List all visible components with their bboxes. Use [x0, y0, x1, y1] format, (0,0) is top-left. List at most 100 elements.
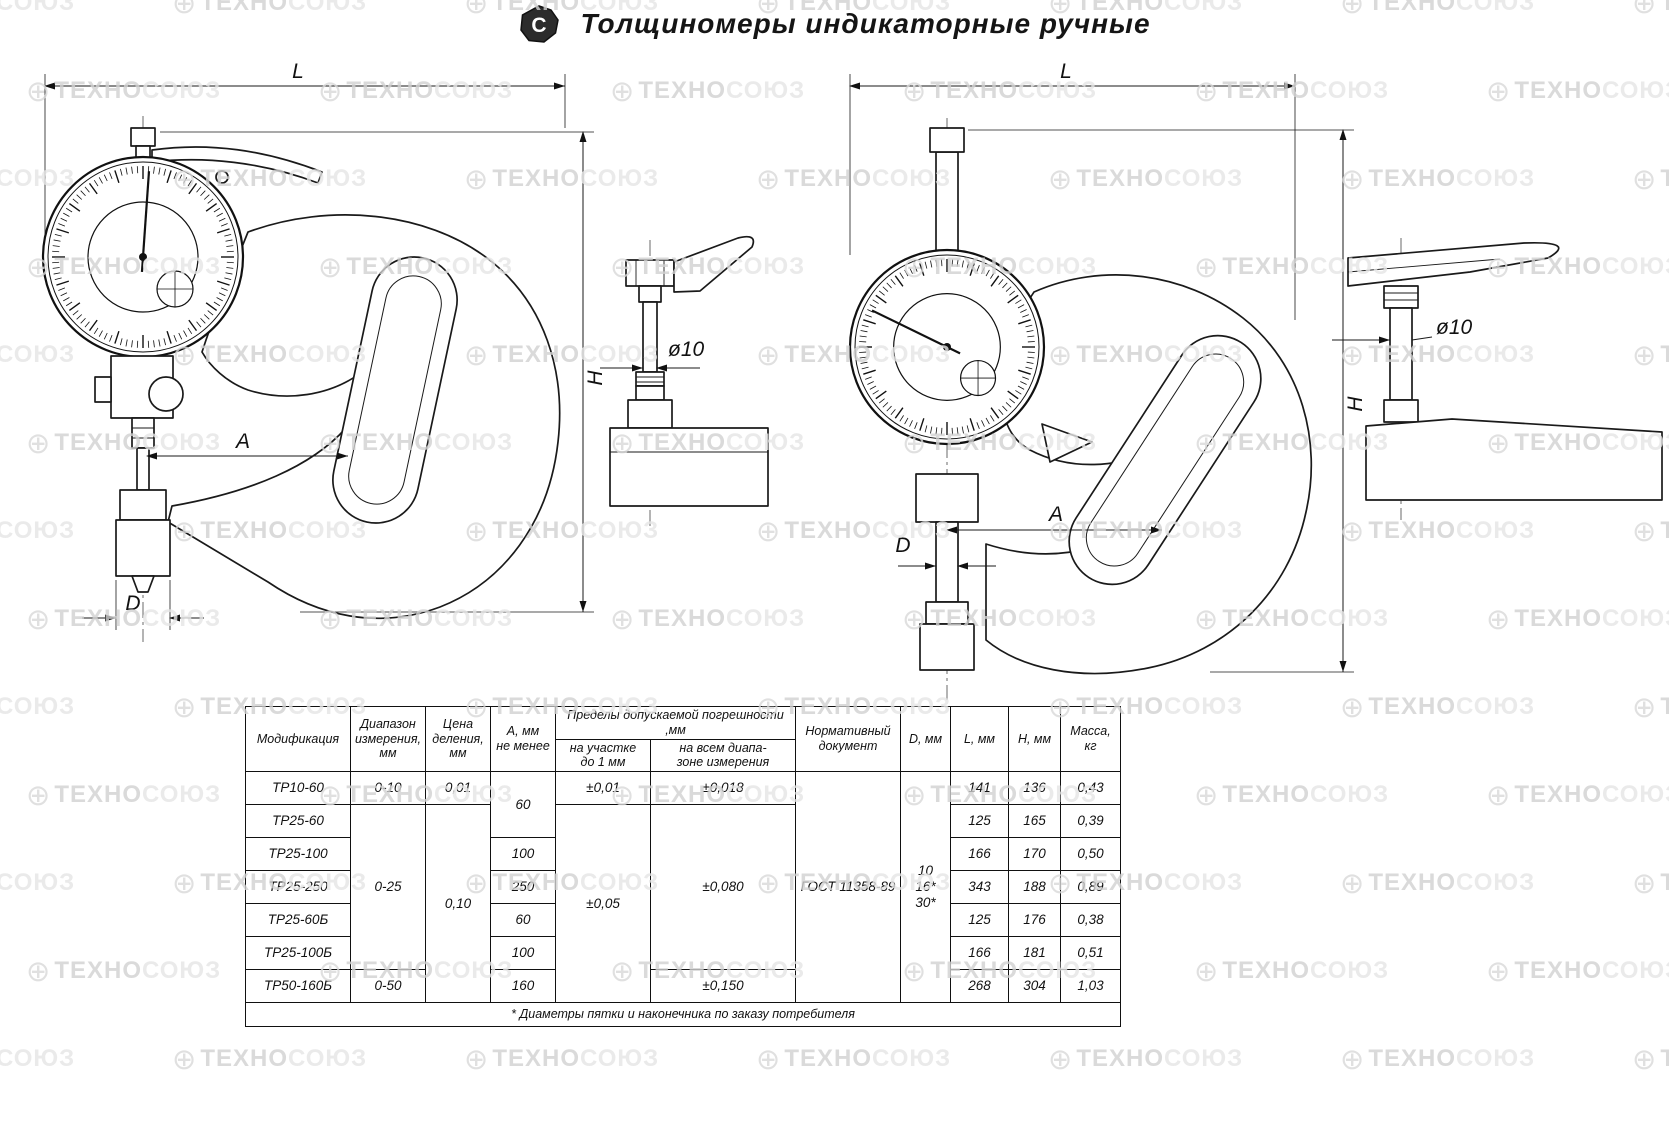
left-dim-label-L: L — [292, 60, 304, 83]
table-cell: 0-25 — [350, 804, 426, 970]
table-cell: 165 — [1008, 804, 1061, 838]
table-cell: 181 — [1008, 936, 1061, 970]
table-cell: 0-10 — [350, 771, 426, 805]
right-spindle-housing — [915, 473, 979, 523]
right-dim-label-D: D — [895, 534, 910, 557]
table-cell: 166 — [950, 936, 1009, 970]
column-subheader: на всем диапа-зоне измерения — [650, 738, 796, 772]
left-anvil-lower — [115, 519, 171, 577]
left-dim-label-D: D — [125, 592, 140, 615]
right-dial-indicator — [848, 248, 1046, 446]
table-cell: 176 — [1008, 903, 1061, 937]
sheet-header: С Толщиномеры индикаторные ручные — [0, 4, 1669, 44]
table-cell: 100 — [490, 837, 556, 871]
detail-base-right — [1365, 418, 1663, 501]
table-cell: 0,51 — [1060, 936, 1121, 970]
table-cell: 0,10 — [425, 804, 491, 1003]
left-dial-indicator — [41, 155, 245, 359]
left-anvil-tip — [131, 575, 155, 593]
right-anvil-upper — [925, 601, 969, 625]
left-detail-view: ø10 — [600, 235, 769, 528]
detail-spindle — [642, 301, 658, 373]
right-dim-label-H: H — [1344, 396, 1367, 412]
table-cell: 125 — [950, 804, 1009, 838]
left-dim-label-A: A — [234, 430, 250, 453]
detail-top-blade — [1347, 241, 1560, 287]
right-anvil-lower — [919, 623, 975, 671]
table-cell: ГОСТ 11358-89 — [795, 771, 901, 1003]
table-footnote: * Диаметры пятки и наконечника по заказу… — [245, 1002, 1121, 1027]
table-cell: 170 — [1008, 837, 1061, 871]
table-cell: ТР25-100 — [245, 837, 351, 871]
table-cell: 268 — [950, 969, 1009, 1003]
table-cell: ±0,150 — [650, 969, 796, 1003]
table-cell: 0,43 — [1060, 771, 1121, 805]
left-stem-cap — [130, 127, 156, 147]
table-cell: 166 — [950, 837, 1009, 871]
right-frame-slot-inner — [1085, 353, 1245, 567]
column-header: D, мм — [900, 706, 951, 772]
right-dim-label-A: A — [1047, 503, 1063, 526]
left-lever-screw — [215, 170, 229, 184]
right-dim-label-L: L — [1060, 60, 1072, 83]
table-cell: ±0,018 — [650, 771, 796, 805]
left-lever — [151, 146, 323, 184]
table-cell: 160 — [490, 969, 556, 1003]
right-detail-view: ø10 — [1332, 238, 1663, 520]
table-cell: 0,89 — [1060, 870, 1121, 904]
table-cell: ТР25-60Б — [245, 903, 351, 937]
table-cell: 343 — [950, 870, 1009, 904]
table-cell: ТР25-250 — [245, 870, 351, 904]
table-cell: 136 — [1008, 771, 1061, 805]
left-clamp-screw — [94, 376, 112, 403]
right-spindle-rod — [935, 521, 959, 603]
left-detail-dia-label: ø10 — [668, 338, 705, 361]
column-header: Н, мм — [1008, 706, 1061, 772]
column-header: Масса,кг — [1060, 706, 1121, 772]
table-cell: ±0,05 — [555, 804, 651, 1003]
brand-logo-letter: С — [532, 14, 547, 37]
left-frame-slot — [332, 256, 458, 524]
table-cell: 0,38 — [1060, 903, 1121, 937]
detail-clamp-cap — [625, 259, 675, 287]
left-spindle-rod — [136, 447, 150, 491]
table-cell: 250 — [490, 870, 556, 904]
table-cell: 141 — [950, 771, 1009, 805]
left-frame-slot-inner — [348, 275, 442, 505]
right-gauge-drawing: L H A D — [848, 60, 1367, 700]
detail-spindle-right — [1389, 307, 1413, 401]
table-cell: 100 — [490, 936, 556, 970]
table-cell: 0,50 — [1060, 837, 1121, 871]
table-cell: 0,39 — [1060, 804, 1121, 838]
table-cell: 188 — [1008, 870, 1061, 904]
table-cell: 0,01 — [425, 771, 491, 805]
left-dim-label-H: H — [584, 370, 607, 386]
column-header: L, мм — [950, 706, 1009, 772]
table-cell: 304 — [1008, 969, 1061, 1003]
detail-arm — [673, 235, 755, 293]
right-frame-slot — [1068, 334, 1262, 586]
table-cell: ±0,080 — [650, 804, 796, 970]
table-cell: 1,03 — [1060, 969, 1121, 1003]
table-cell: ТР25-100Б — [245, 936, 351, 970]
left-anvil-upper — [119, 489, 167, 521]
left-clamp-knob — [148, 376, 184, 412]
right-stem-cap — [929, 127, 965, 153]
table-cell: 60 — [490, 771, 556, 838]
